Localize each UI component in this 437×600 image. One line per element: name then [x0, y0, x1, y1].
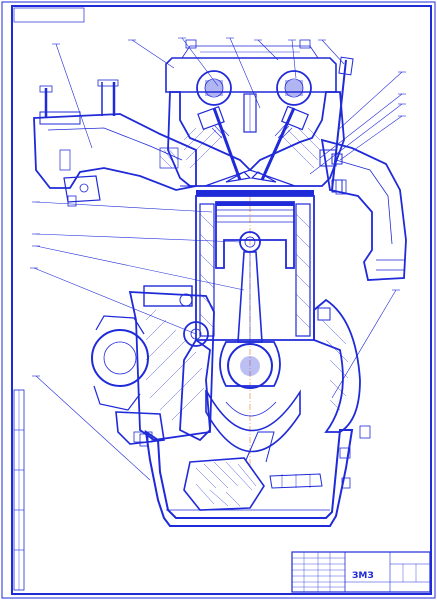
camshaft-right — [276, 70, 312, 106]
water-pump — [91, 315, 149, 411]
intake-manifold — [33, 111, 197, 191]
crankcase-left — [179, 338, 211, 442]
intake-valve — [197, 105, 252, 183]
title-block: ЗМЗ — [291, 551, 431, 593]
timing-sprocket — [183, 321, 209, 347]
crankshaft — [205, 343, 301, 453]
block-bolts-right — [317, 153, 343, 321]
crankcase-right — [313, 298, 361, 433]
exhaust-manifold — [319, 138, 407, 281]
title-block-name: ЗМЗ — [352, 571, 374, 581]
oil-pan — [144, 429, 354, 527]
leader-lines — [33, 37, 403, 481]
oil-pump — [183, 431, 275, 511]
piston — [215, 201, 295, 269]
leader-ticks — [30, 37, 406, 377]
cylinder-head — [167, 91, 345, 187]
manifold-lower-bracket — [63, 175, 101, 207]
head-stud-right — [331, 56, 354, 191]
pan-bolts — [139, 425, 371, 489]
exhaust-valve — [250, 105, 309, 183]
manifold-studs — [39, 79, 119, 118]
timing-housing — [128, 285, 215, 441]
camshaft-left — [196, 70, 232, 106]
left-margin-strip — [13, 389, 25, 591]
oil-strainer — [269, 473, 323, 489]
connecting-rod — [219, 251, 281, 387]
top-left-stamp — [13, 7, 85, 23]
drawing-frame — [11, 5, 432, 595]
